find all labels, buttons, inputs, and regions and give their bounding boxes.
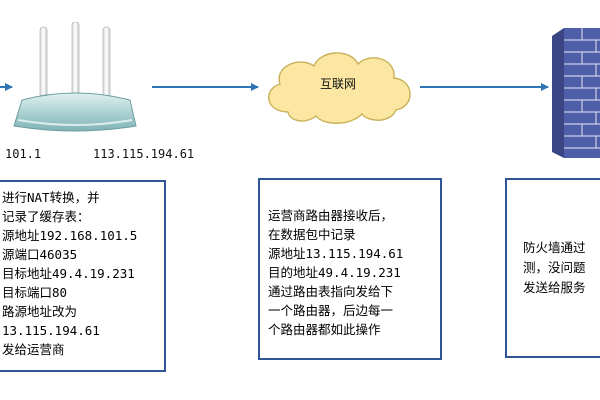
note-line: 通过路由表指向发给下 bbox=[268, 284, 394, 299]
wifi-router-icon bbox=[13, 22, 137, 132]
note-line: 运营商路由器接收后， bbox=[268, 208, 394, 223]
firewall-note-text: 防火墙通过 测，没问题 发送给服务 bbox=[523, 238, 586, 298]
router-nat-note-text: 进行NAT转换，并 记录了缓存表： 源地址192.168.101.5 源端口46… bbox=[2, 188, 137, 359]
cloud-label: 互联网 bbox=[320, 77, 357, 91]
note-line: 测，没问题 bbox=[523, 260, 586, 275]
isp-router-note-text: 运营商路由器接收后， 在数据包中记录 源地址13.115.194.61 目的地址… bbox=[268, 206, 403, 339]
note-line: 发给运营商 bbox=[2, 342, 65, 357]
note-line: 个路由器都如此操作 bbox=[268, 322, 381, 337]
firewall-note-box: 防火墙通过 测，没问题 发送给服务 bbox=[505, 178, 600, 358]
router-nat-note-box: 进行NAT转换，并 记录了缓存表： 源地址192.168.101.5 源端口46… bbox=[0, 180, 166, 372]
note-line: 源端口46035 bbox=[2, 247, 78, 262]
note-line: 源地址13.115.194.61 bbox=[268, 246, 404, 261]
note-line: 发送给服务 bbox=[523, 280, 586, 295]
note-line: 进行NAT转换，并 bbox=[2, 190, 100, 205]
firewall-icon bbox=[552, 28, 600, 158]
note-line: 源地址192.168.101.5 bbox=[2, 228, 138, 243]
note-line: 13.115.194.61 bbox=[2, 323, 100, 338]
note-line: 记录了缓存表： bbox=[2, 209, 90, 224]
internet-cloud-icon bbox=[268, 52, 411, 124]
note-line: 在数据包中记录 bbox=[268, 227, 356, 242]
note-line: 目标地址49.4.19.231 bbox=[2, 266, 135, 281]
router-lan-ip-label: 101.1 bbox=[5, 147, 42, 161]
router-wan-ip-label: 113.115.194.61 bbox=[93, 147, 195, 161]
note-line: 一个路由器，后边每一 bbox=[268, 303, 394, 318]
note-line: 目的地址49.4.19.231 bbox=[268, 265, 401, 280]
isp-router-note-box: 运营商路由器接收后， 在数据包中记录 源地址13.115.194.61 目的地址… bbox=[258, 178, 442, 360]
note-line: 防火墙通过 bbox=[523, 240, 586, 255]
note-line: 目标端口80 bbox=[2, 285, 68, 300]
note-line: 路源地址改为 bbox=[2, 304, 78, 319]
